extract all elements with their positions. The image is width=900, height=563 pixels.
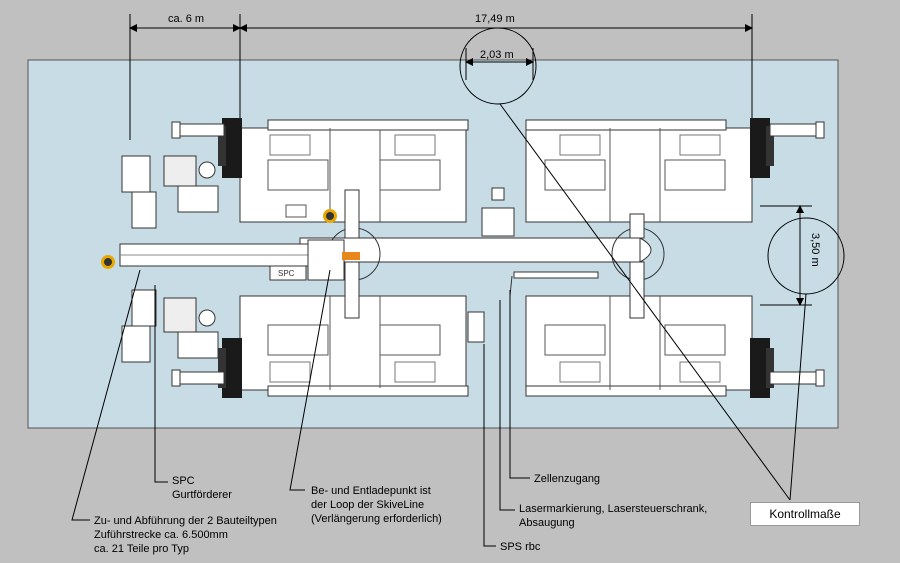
callout-zellenzugang: Zellenzugang bbox=[534, 473, 600, 485]
callout-laser-line1: Lasermarkierung, Lasersteuerschrank, bbox=[519, 503, 707, 515]
callout-load-line3: (Verlängerung erforderlich) bbox=[311, 513, 442, 525]
dim-width-total: 17,49 m bbox=[475, 13, 515, 25]
dim-width-left: ca. 6 m bbox=[168, 13, 204, 25]
cell-access bbox=[513, 271, 599, 279]
leader-lines bbox=[71, 103, 807, 547]
callout-spc-line2: Gurtförderer bbox=[172, 489, 232, 501]
callout-load-line1: Be- und Entladepunkt ist bbox=[311, 485, 431, 497]
machine-bottom-right bbox=[525, 295, 774, 398]
machine-top-left bbox=[218, 118, 469, 223]
spc-belt-conveyor: SPC bbox=[119, 239, 360, 281]
dim-height-right: 3,50 m bbox=[809, 233, 821, 267]
callout-spc-line1: SPC bbox=[172, 475, 195, 487]
spindle-motors bbox=[171, 121, 825, 387]
laser-cabinet bbox=[481, 187, 515, 237]
machine-bottom-left bbox=[218, 295, 469, 398]
dim-gap-small: 2,03 m bbox=[480, 49, 514, 61]
callout-laser-line2: Absaugung bbox=[519, 517, 575, 529]
operator-icons bbox=[101, 209, 337, 269]
kontrollmasse-label: Kontrollmaße bbox=[750, 502, 860, 526]
sps-cabinet bbox=[467, 311, 485, 343]
left-stations bbox=[121, 155, 219, 363]
dimension-lines bbox=[129, 14, 845, 306]
machine-top-right bbox=[525, 118, 774, 223]
callout-load-line2: der Loop der SkiveLine bbox=[311, 499, 424, 511]
callout-feed-line3: ca. 21 Teile pro Typ bbox=[94, 543, 189, 555]
callout-sps: SPS rbc bbox=[500, 541, 541, 553]
callout-feed-line1: Zu- und Abführung der 2 Bauteiltypen bbox=[94, 515, 277, 527]
spc-machine-label: SPC bbox=[278, 269, 295, 278]
callout-feed-line2: Zuführstrecke ca. 6.500mm bbox=[94, 529, 228, 541]
